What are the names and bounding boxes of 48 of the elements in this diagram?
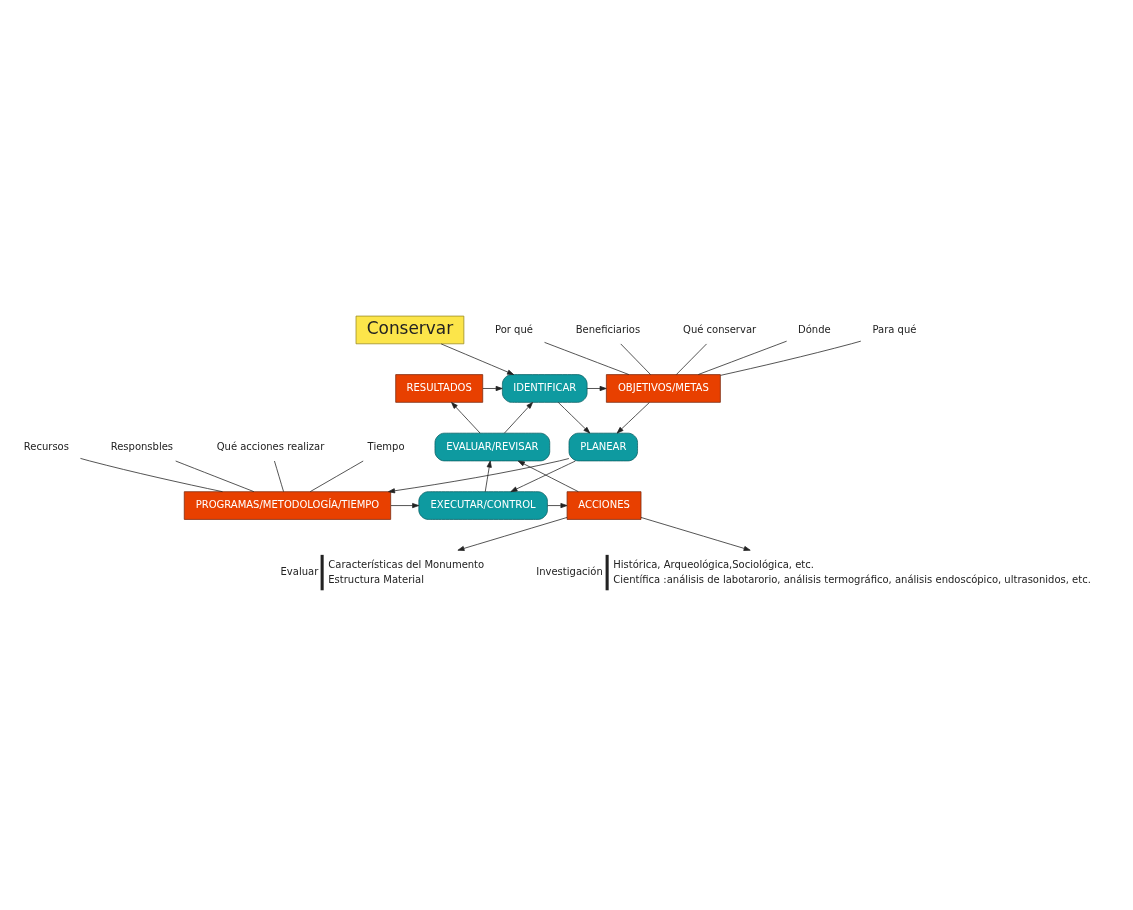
node-label: Estructura Material [328, 573, 424, 585]
node-text: Qué conservar [683, 323, 757, 335]
arrow [440, 343, 515, 375]
connector [697, 340, 788, 375]
arrow [484, 460, 492, 492]
node-text: Tiempo [367, 440, 405, 452]
connector [175, 460, 255, 492]
connector [675, 343, 707, 375]
node-text: Para qué [872, 323, 917, 335]
node-box: ACCIONES [566, 490, 642, 520]
connector [720, 340, 862, 376]
connector [620, 343, 651, 375]
node-box: Conservar [355, 315, 465, 344]
node-text: Por qué [494, 323, 533, 335]
arrow [586, 385, 607, 391]
node-label: Evaluar [280, 565, 319, 577]
node-label: Investigación [536, 565, 603, 577]
node-box: PROGRAMAS/METODOLOGÍA/TIEMPO [183, 490, 392, 520]
node-text: Qué acciones realizar [216, 440, 325, 452]
node-box: RESULTADOS [395, 373, 484, 403]
node-box [320, 554, 324, 590]
arrow [451, 401, 481, 433]
arrow [547, 502, 568, 508]
arrow [616, 401, 650, 433]
node-box: OBJETIVOS/METAS [605, 373, 721, 403]
connector [544, 341, 630, 375]
arrow [457, 516, 568, 551]
node-text: Responsbles [110, 440, 174, 452]
node-label: Histórica, Arqueológica,Sociológica, etc. [613, 558, 814, 569]
node-box: PLANEAR [568, 432, 638, 461]
connector [274, 460, 284, 492]
arrow [557, 401, 591, 433]
arrow [388, 457, 570, 493]
node-label: Características del Monumento [328, 558, 485, 569]
node-label: Científica :análisis de labotarorio, análisis termográfico, análisis endoscópico, ultrasonidos, etc. [613, 573, 1091, 585]
arrow [504, 401, 533, 433]
arrow [482, 385, 503, 391]
node-box: EVALUAR/REVISAR [434, 432, 551, 461]
arrow [390, 502, 420, 508]
node-text: Beneficiarios [575, 323, 641, 335]
node-box: IDENTIFICAR [502, 373, 588, 403]
node-box: EXECUTAR/CONTROL [418, 490, 548, 520]
node-text: Recursos [23, 440, 69, 452]
connector [309, 460, 364, 492]
node-text: Dónde [798, 323, 831, 335]
node-box [605, 554, 609, 590]
arrow [640, 516, 751, 551]
connector [80, 457, 223, 492]
